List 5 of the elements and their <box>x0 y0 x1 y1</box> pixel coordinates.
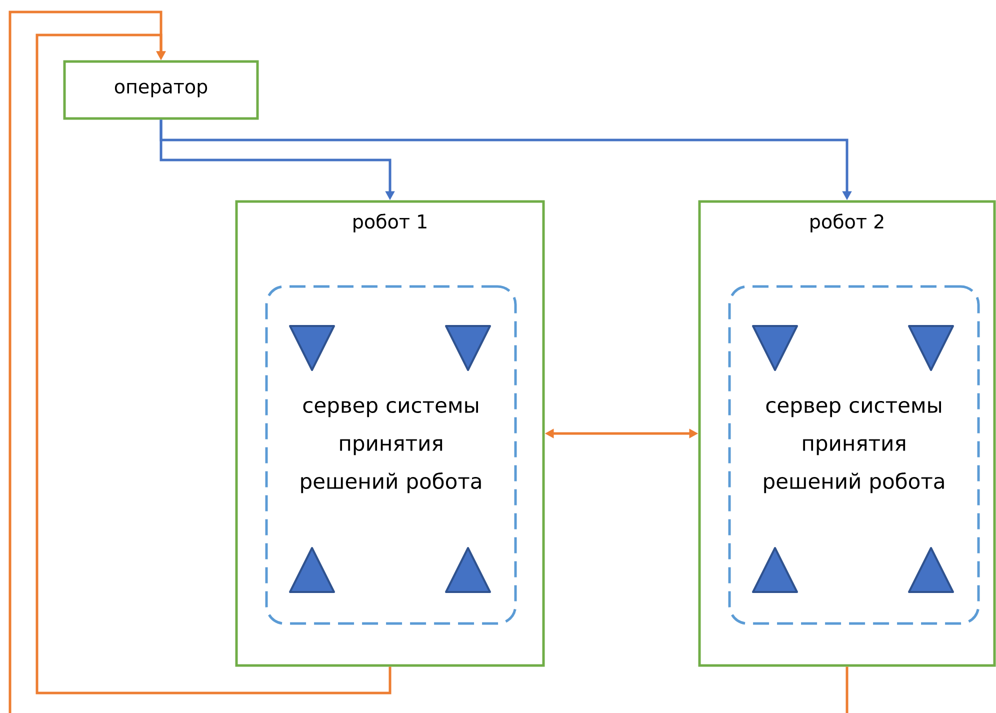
server-box: сервер системы принятия решений робота <box>265 285 517 625</box>
operator-box: оператор <box>63 60 259 120</box>
server-box: сервер системы принятия решений робота <box>728 285 980 625</box>
arrow <box>36 34 392 694</box>
arrow <box>8 10 166 713</box>
